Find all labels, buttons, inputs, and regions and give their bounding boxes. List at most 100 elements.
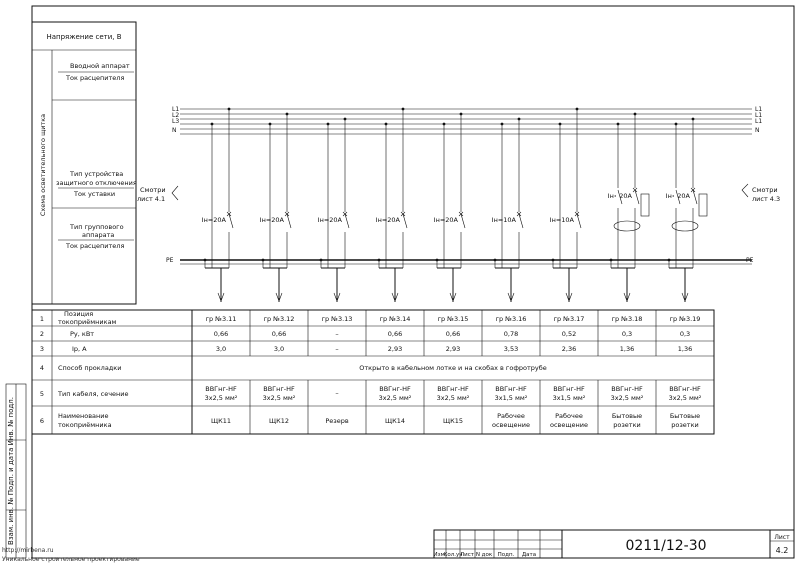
bus-tap-dot bbox=[227, 107, 231, 111]
neutral-tap-dot bbox=[616, 122, 620, 126]
row-label-power: Pу, кВт bbox=[70, 330, 94, 338]
cell-power: 0,3 bbox=[622, 330, 632, 338]
cell-current: – bbox=[335, 345, 338, 353]
circuit-group: Iн=20А bbox=[318, 117, 350, 302]
cell-cable-type: ВВГнг-HF bbox=[379, 385, 411, 393]
cell-power: – bbox=[335, 330, 338, 338]
cell-cable-type: ВВГнг-HF bbox=[495, 385, 527, 393]
circuit-group: Iн=10А bbox=[492, 117, 524, 302]
rcd-trip-unit bbox=[698, 193, 708, 217]
row-num-6: 6 bbox=[40, 417, 44, 425]
circuit-group: Iн=20А bbox=[376, 107, 408, 302]
breaker-contact bbox=[228, 213, 234, 229]
breaker-cross bbox=[632, 187, 638, 193]
circuits: Iн=20А Iн=20А Iн=20А Iн=20А Iн=20А Iн=10А Iн=1… bbox=[202, 107, 708, 302]
group-device-label-1: Тип группового bbox=[69, 223, 124, 231]
outgoing-arrow bbox=[333, 292, 341, 302]
cell-current: 1,36 bbox=[620, 345, 634, 353]
circuit-group: Iн=20А bbox=[434, 112, 466, 302]
row-num-3: 3 bbox=[40, 345, 44, 353]
cell-consumer-name: ЩК11 bbox=[211, 417, 231, 425]
ref-left-line2: лист 4.1 bbox=[137, 195, 165, 203]
bus-label-n-left: N bbox=[172, 127, 177, 134]
neutral-tap-dot bbox=[500, 122, 504, 126]
breaker-contact bbox=[518, 213, 524, 229]
breaker-cross bbox=[458, 211, 464, 217]
cell-current: 3,53 bbox=[504, 345, 518, 353]
breaker-cross bbox=[342, 211, 348, 217]
outgoing-arrow bbox=[275, 292, 283, 302]
col-n-dok: N док bbox=[476, 552, 493, 558]
side-stamp: Взам. инв. № Подп. и дата Инв. № подл. bbox=[5, 383, 27, 559]
pe-tap-dot bbox=[261, 258, 265, 262]
bus-tap-dot bbox=[459, 112, 463, 116]
watermark-caption: Уникальное строительное проектирование bbox=[2, 556, 140, 563]
breaker-gap bbox=[343, 212, 347, 232]
cell-cable-section: 3х1,5 мм² bbox=[495, 394, 528, 402]
row-num-5: 5 bbox=[40, 390, 44, 398]
pe-label-left: PE bbox=[166, 257, 174, 264]
cell-current: 3,0 bbox=[274, 345, 284, 353]
bus-tap-dot bbox=[691, 117, 695, 121]
cell-consumer-name: Рабочее bbox=[497, 412, 525, 420]
cell-cable-section: 3х2,5 мм² bbox=[611, 394, 644, 402]
sheet-number: 4.2 bbox=[776, 546, 789, 555]
rcd-n-contact bbox=[617, 189, 623, 205]
cell-consumer-name: Рабочее bbox=[555, 412, 583, 420]
bus-tap-dot bbox=[517, 117, 521, 121]
pe-tap-dot bbox=[203, 258, 207, 262]
table-left-labels: 1 2 3 4 5 6 Позиция токоприёмникам Pу, к… bbox=[31, 309, 193, 435]
breaker-cross bbox=[284, 211, 290, 217]
cell-cable-type: ВВГнг-HF bbox=[263, 385, 295, 393]
breaker-gap bbox=[459, 212, 463, 232]
circuit-group: Iн=10А bbox=[550, 107, 582, 302]
bus-label-l3-left: L3 bbox=[172, 118, 179, 125]
breaker-gap bbox=[285, 212, 289, 232]
row-label-laying: Способ прокладки bbox=[58, 364, 121, 372]
breaker-rating: Iн=20А bbox=[318, 216, 343, 224]
cell-power: 0,78 bbox=[504, 330, 518, 338]
cell-cable-type: ВВГнг-HF bbox=[437, 385, 469, 393]
row-label-current: Iр, А bbox=[72, 345, 87, 353]
cell-consumer-name: Бытовые bbox=[612, 412, 642, 420]
cell-cable-type: ВВГнг-HF bbox=[669, 385, 701, 393]
network-voltage-label: Напряжение сети, В bbox=[46, 33, 121, 41]
cell-cable-section: 3х2,5 мм² bbox=[379, 394, 412, 402]
breaker-contact bbox=[576, 213, 582, 229]
cell-consumer-name: ЩК15 bbox=[443, 417, 463, 425]
input-device-label: Вводной аппарат bbox=[70, 62, 130, 70]
cell-power: 0,52 bbox=[562, 330, 576, 338]
breaker-rating: Iн=20А bbox=[260, 216, 285, 224]
bus-tap-dot bbox=[285, 112, 289, 116]
cell-power: 0,66 bbox=[214, 330, 228, 338]
cell-consumer-name: ЩК12 bbox=[269, 417, 289, 425]
outgoing-arrow bbox=[565, 292, 573, 302]
neutral-tap-dot bbox=[210, 122, 214, 126]
cell-current: 3,0 bbox=[216, 345, 226, 353]
col-list: Лист bbox=[460, 552, 475, 558]
circuit-group: Iн=20А bbox=[202, 107, 234, 302]
neutral-tap-dot bbox=[326, 122, 330, 126]
drawing-frame bbox=[31, 5, 795, 559]
ref-right-line1: Смотри bbox=[752, 186, 778, 194]
pe-tap-dot bbox=[667, 258, 671, 262]
pe-tap-dot bbox=[377, 258, 381, 262]
cell-current: 2,93 bbox=[446, 345, 460, 353]
cell-cable-type: – bbox=[335, 389, 338, 397]
cell-position: гр №3.18 bbox=[612, 315, 643, 323]
col-data: Дата bbox=[522, 552, 536, 558]
ref-right-line2: лист 4.3 bbox=[752, 195, 780, 203]
rcd-type-label-1: Тип устройства bbox=[69, 170, 123, 178]
circuit-group: Iн=20А bbox=[608, 112, 650, 302]
cell-cable-section: 3х1,5 мм² bbox=[553, 394, 586, 402]
neutral-tap-dot bbox=[384, 122, 388, 126]
cell-position: гр №3.13 bbox=[322, 315, 353, 323]
pe-tap-dot bbox=[609, 258, 613, 262]
left-panel: Напряжение сети, В Схема осветительного … bbox=[31, 21, 137, 305]
reference-right: Смотри лист 4.3 bbox=[741, 183, 780, 203]
breaker-gap bbox=[575, 212, 579, 232]
